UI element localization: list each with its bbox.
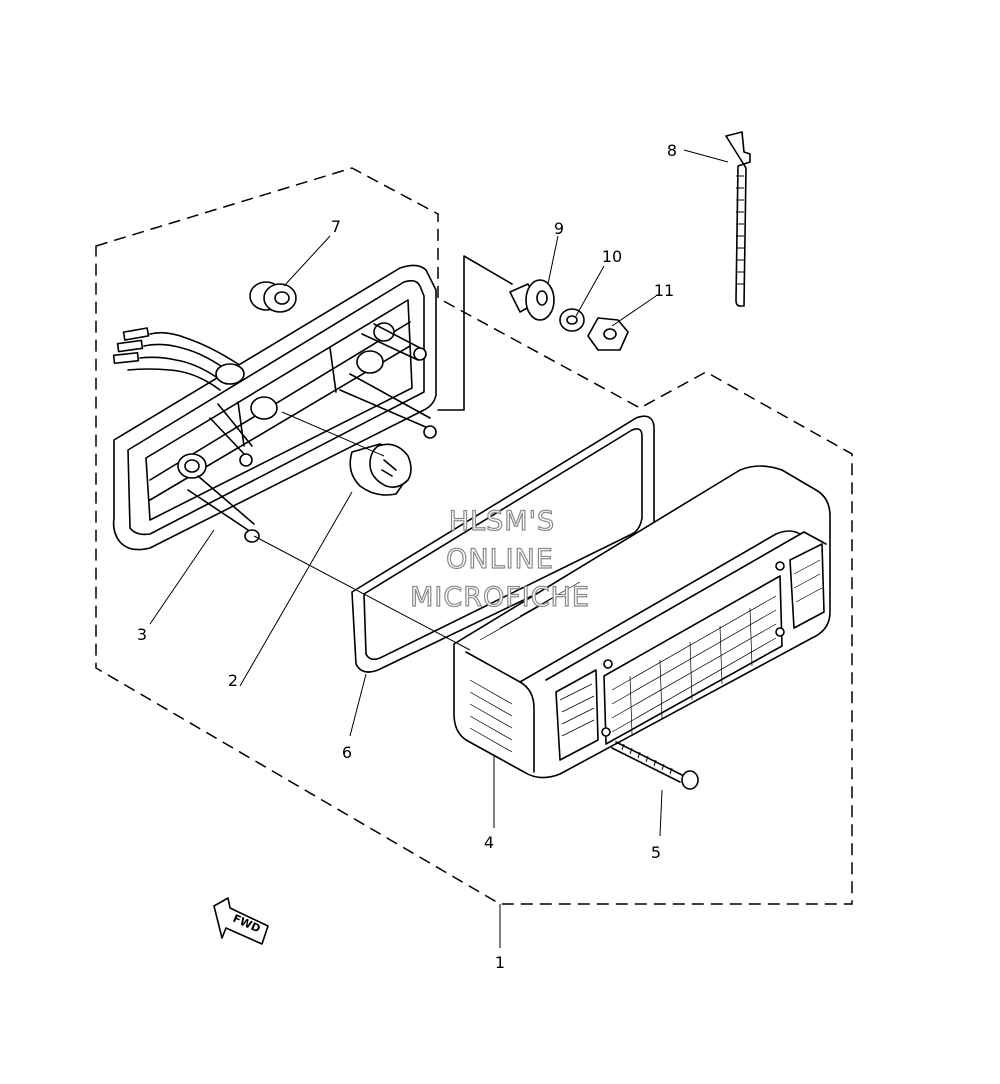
callout-6: 6 bbox=[342, 743, 352, 762]
callout-5: 5 bbox=[651, 843, 661, 862]
watermark-line-2: ONLINE bbox=[446, 544, 554, 575]
stud-bracket bbox=[437, 255, 513, 411]
grommet bbox=[249, 281, 297, 313]
callout-1: 1 bbox=[495, 953, 505, 972]
callout-4: 4 bbox=[484, 833, 494, 852]
callout-7: 7 bbox=[331, 217, 341, 236]
lamp-housing bbox=[112, 264, 437, 551]
leader-lines bbox=[149, 149, 729, 948]
bulb bbox=[349, 443, 412, 496]
callout-3: 3 bbox=[137, 625, 147, 644]
lens bbox=[453, 465, 831, 779]
assembly-boundary bbox=[95, 167, 853, 905]
callout-10: 10 bbox=[602, 247, 622, 266]
callout-11: 11 bbox=[654, 281, 674, 300]
callout-9: 9 bbox=[554, 219, 564, 238]
forward-direction-arrow: FWD bbox=[213, 897, 269, 945]
watermark-line-1: HLSM'S bbox=[449, 506, 555, 537]
cable-tie bbox=[725, 131, 751, 307]
callout-8: 8 bbox=[667, 141, 677, 160]
screw bbox=[611, 741, 699, 790]
watermark-line-3: MICROFICHE bbox=[410, 582, 590, 613]
collar bbox=[509, 279, 555, 321]
washer bbox=[559, 308, 585, 332]
nut bbox=[587, 317, 629, 351]
callout-2: 2 bbox=[228, 671, 238, 690]
